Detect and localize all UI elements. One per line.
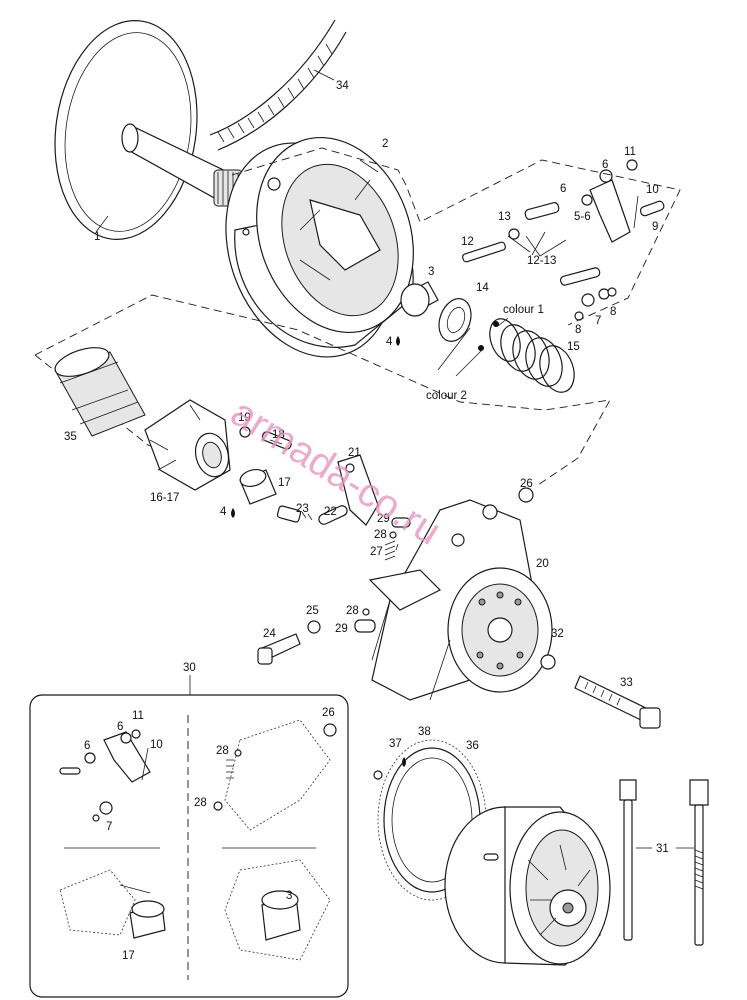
label-1: 1 [94,231,100,243]
label-29-lower: 29 [335,623,348,635]
label-8-right: 8 [610,306,616,318]
label-5-6: 5-6 [574,211,591,223]
inset-label-28-a: 28 [216,745,229,757]
cam-arm-assembly [462,159,665,321]
label-38: 38 [418,726,431,738]
label-26: 26 [520,478,533,490]
label-12: 12 [461,236,474,248]
label-30: 30 [183,662,196,674]
label-12-13: 12-13 [527,255,556,267]
inset-label-7: 7 [106,821,112,833]
label-4-lower: 4 [220,506,227,518]
label-2: 2 [382,138,388,150]
inset-label-28-b: 28 [194,797,207,809]
label-25: 25 [306,605,319,617]
label-21: 21 [348,447,361,459]
label-16-17: 16-17 [150,492,179,504]
leader-lines [269,235,567,551]
inset-label-17: 17 [122,950,135,962]
label-4-upper: 4 [386,336,393,348]
label-8-left: 8 [575,324,581,336]
lever-parts [257,454,661,729]
label-11: 11 [624,146,636,158]
callout-labels: 1 34 2 3 4 14 colour 1 15 colour 2 11 6 … [64,80,669,855]
inset-label-10: 10 [150,739,163,751]
bushing-and-washer-parts [231,281,472,518]
label-35: 35 [64,431,77,443]
inset-labels: 11 6 10 6 7 26 28 28 3 17 [84,707,335,962]
inset-kit-box [29,675,349,998]
label-20: 20 [536,558,549,570]
label-28-lower: 28 [346,605,359,617]
inset-label-11: 11 [132,710,144,722]
label-33: 33 [620,677,633,689]
inset-label-3: 3 [286,890,292,902]
label-34: 34 [336,80,349,92]
inset-label-6-a: 6 [117,721,123,733]
label-6-lower: 6 [560,183,566,195]
label-10: 10 [646,184,659,196]
long-bolt-parts [619,779,709,946]
label-36: 36 [466,740,479,752]
label-28-upper: 28 [374,529,387,541]
drive-belt-part [209,19,347,151]
label-3: 3 [428,266,434,278]
fixed-sheave-part [54,20,243,240]
governor-cup-part [368,499,553,701]
label-13: 13 [498,211,511,223]
drum-part [444,806,611,966]
label-17: 17 [278,477,291,489]
spider-part [144,399,292,505]
movable-sheave-part [225,136,414,358]
label-14: 14 [476,282,489,294]
inset-label-26: 26 [322,707,335,719]
label-32: 32 [551,628,564,640]
label-15: 15 [567,341,580,353]
label-22: 22 [324,506,337,518]
sleeve-part [54,347,146,437]
inset-label-6-b: 6 [84,740,90,752]
label-9: 9 [652,221,658,233]
label-27: 27 [370,546,383,558]
label-colour-2: colour 2 [426,390,467,402]
label-18: 18 [272,429,285,441]
label-23: 23 [296,503,309,515]
label-colour-1: colour 1 [503,304,544,316]
label-24: 24 [263,628,276,640]
label-37: 37 [389,738,402,750]
label-7: 7 [595,315,601,327]
label-19: 19 [238,412,251,424]
label-29-upper: 29 [377,513,390,525]
label-31: 31 [656,843,669,855]
label-6-upper: 6 [602,159,608,171]
spring-part [478,318,575,393]
